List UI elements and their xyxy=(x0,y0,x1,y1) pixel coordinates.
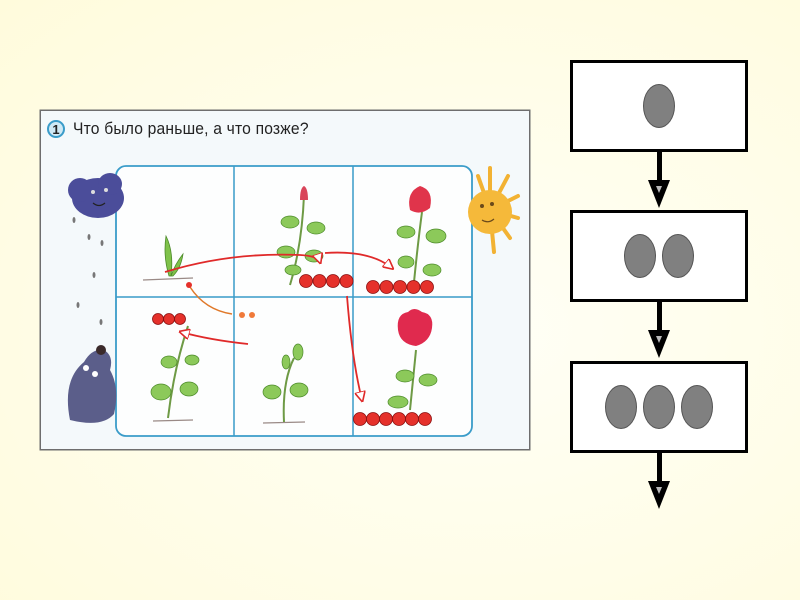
counter-dot xyxy=(163,313,175,325)
cell-leafy-stem xyxy=(150,325,200,422)
flow-connector-2 xyxy=(657,302,662,332)
counter-dot xyxy=(392,412,406,426)
counter-dot xyxy=(406,280,421,294)
sequence-arrow-5 xyxy=(189,286,233,315)
sequence-arrow-2 xyxy=(324,251,392,268)
rain-cloud-icon xyxy=(68,173,124,325)
sun-icon xyxy=(468,166,520,254)
flow-connector-3 xyxy=(657,453,662,483)
oval-marker xyxy=(681,385,713,429)
counter-dot xyxy=(366,412,380,426)
sequence-arrow-1 xyxy=(164,255,320,273)
oval-marker xyxy=(643,84,675,128)
counter-dot xyxy=(299,274,313,288)
flow-step-1 xyxy=(570,60,748,152)
counter-dot xyxy=(379,280,394,294)
cell-rose-full-bloom xyxy=(387,309,438,411)
counter-dot xyxy=(366,280,380,294)
counter-dot xyxy=(326,274,340,288)
counter-dot xyxy=(312,274,327,288)
flow-arrow-down-icon xyxy=(648,180,670,208)
flow-step-3 xyxy=(570,361,748,453)
flow-arrow-down-icon xyxy=(648,330,670,358)
cell-sprout xyxy=(142,234,194,281)
cell-rose-opening xyxy=(396,186,447,283)
task-title: Что было раньше, а что позже? xyxy=(73,119,309,138)
flow-arrow-down-icon xyxy=(648,481,670,509)
grid-frame xyxy=(115,165,473,437)
sequence-arrow-4 xyxy=(181,332,249,345)
task-number-badge: 1 xyxy=(47,120,65,138)
counter-dot xyxy=(418,412,432,426)
start-dot xyxy=(186,282,192,288)
oval-marker xyxy=(605,385,637,429)
counter-dot xyxy=(379,412,393,426)
task-header: 1 Что было раньше, а что позже? xyxy=(47,119,329,139)
counter-dot xyxy=(393,280,407,294)
flow-connector-1 xyxy=(657,152,662,182)
counter-dot xyxy=(420,280,434,294)
counter-dot xyxy=(249,312,255,318)
counter-dot xyxy=(152,313,164,325)
picture-grid xyxy=(115,165,473,437)
sequence-arrow-3 xyxy=(346,295,362,400)
oval-marker xyxy=(624,234,656,278)
mole-icon xyxy=(67,345,117,423)
oval-marker xyxy=(662,234,694,278)
counter-dot xyxy=(239,312,245,318)
counter-dot xyxy=(405,412,419,426)
counter-groups xyxy=(152,274,434,426)
flow-step-2 xyxy=(570,210,748,302)
counter-dot xyxy=(353,412,367,426)
counter-dot xyxy=(339,274,354,288)
cell-young-plant xyxy=(262,343,309,424)
worksheet-border xyxy=(39,109,531,451)
counter-dot xyxy=(174,313,186,325)
oval-marker xyxy=(643,385,675,429)
